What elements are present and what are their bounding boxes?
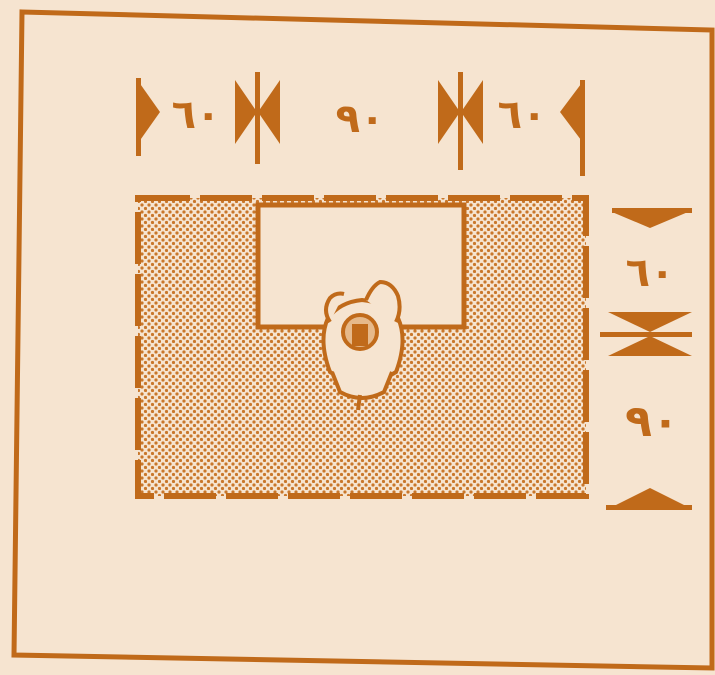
outer-frame [11,9,715,671]
right-dimension-line [600,208,692,510]
dimension-right-top: ٦٠ [626,250,675,296]
dimension-top-center: ٩٠ [336,96,385,142]
person-top-view-icon [321,279,405,411]
dimension-top-left: ٦٠ [172,92,221,138]
dimension-top-right: ٦٠ [498,92,547,138]
activity-zone-boundary [135,195,589,499]
top-dimension-line [136,72,585,176]
dimension-right-bottom: ٩٠ [625,396,679,447]
